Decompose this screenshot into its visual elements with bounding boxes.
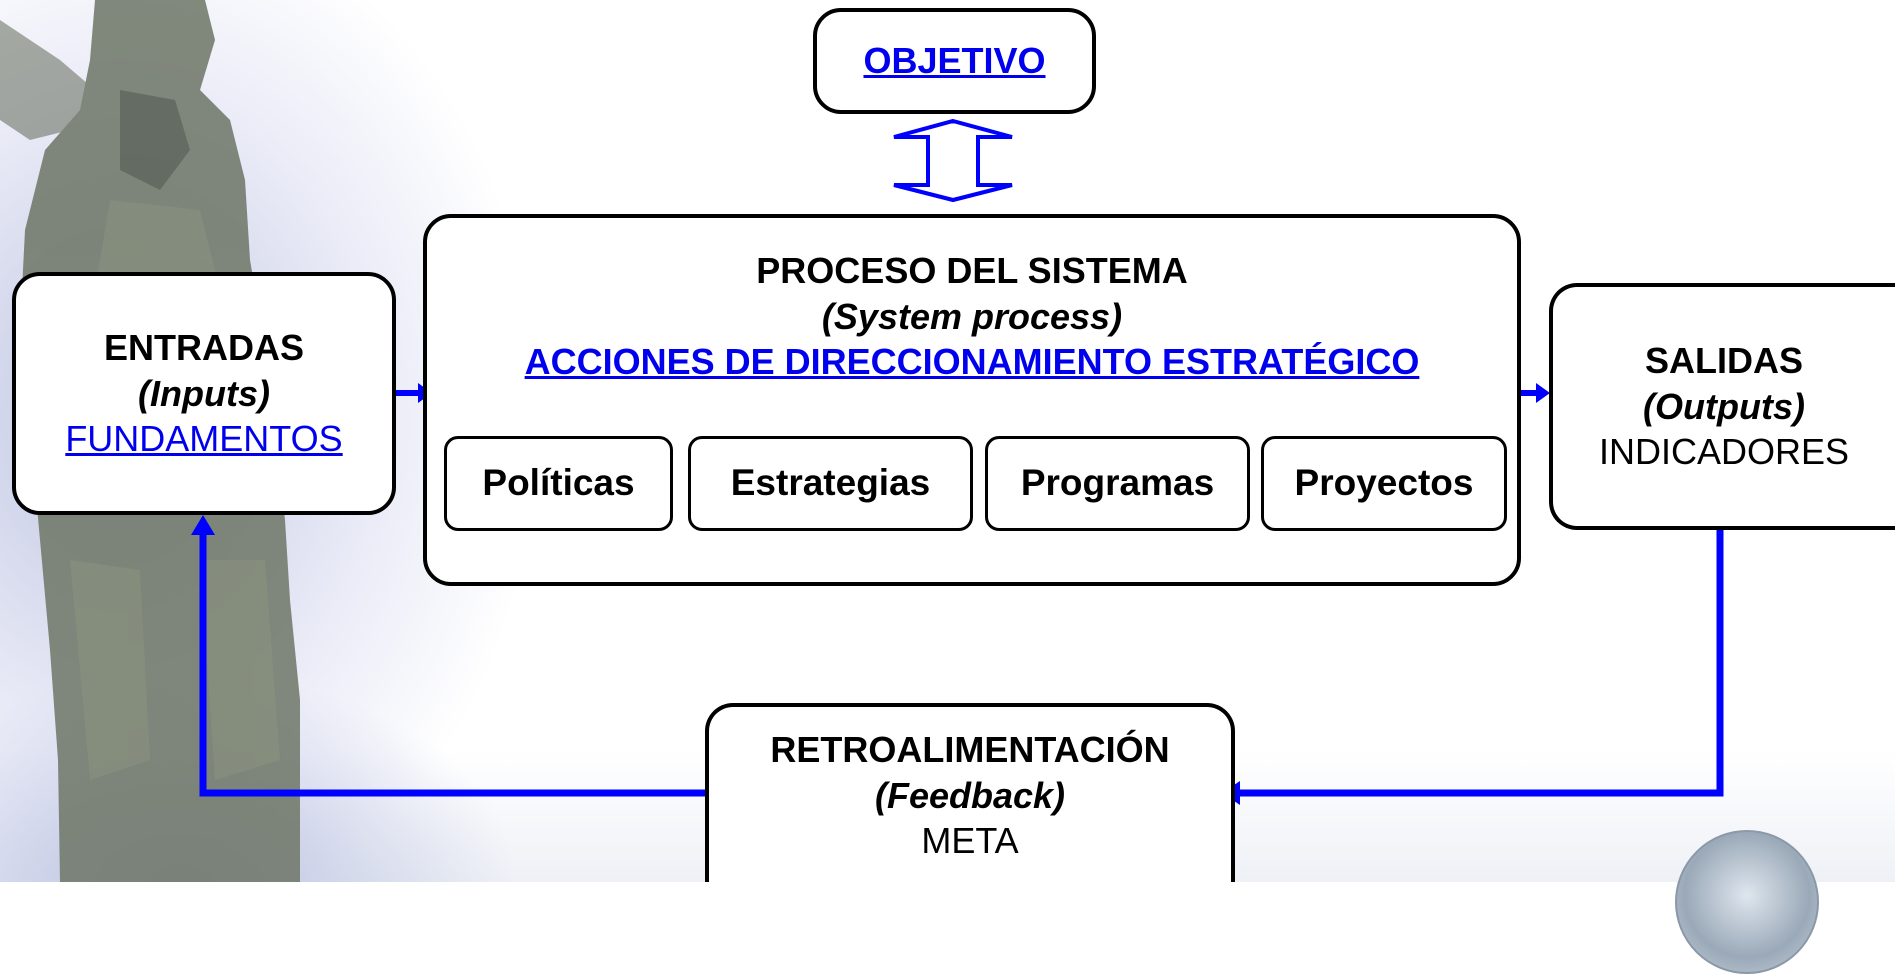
connectors — [191, 118, 1724, 805]
salidas-subtitle: (Outputs) — [1643, 385, 1805, 427]
programas-box: Programas — [985, 436, 1250, 531]
salidas-box: SALIDAS (Outputs) INDICADORES — [1549, 283, 1895, 530]
salidas-text: INDICADORES — [1598, 431, 1850, 473]
programas-label: Programas — [1020, 462, 1215, 503]
proyectos-label: Proyectos — [1294, 462, 1474, 503]
estrategias-label: Estrategias — [730, 462, 931, 503]
arrow-salidas-retro — [1240, 530, 1724, 797]
arrowhead-icon — [191, 515, 215, 535]
entradas-title: ENTRADAS — [103, 326, 304, 368]
politicas-box: Políticas — [444, 436, 673, 531]
arrowhead-icon — [1536, 383, 1550, 403]
fundamentos-link[interactable]: FUNDAMENTOS — [65, 418, 343, 460]
proyectos-box: Proyectos — [1261, 436, 1507, 531]
entradas-subtitle: (Inputs) — [138, 372, 270, 414]
acciones-link[interactable]: ACCIONES DE DIRECCIONAMIENTO ESTRATÉGICO — [524, 341, 1420, 383]
proceso-subtitle: (System process) — [821, 295, 1123, 337]
seal-logo — [1675, 830, 1819, 974]
retro-text: META — [921, 820, 1019, 862]
retro-box: RETROALIMENTACIÓN (Feedback) META — [705, 703, 1235, 882]
salidas-title: SALIDAS — [1644, 339, 1803, 381]
arrow-retro-entradas — [199, 535, 705, 797]
objetivo-box: OBJETIVO — [813, 8, 1096, 114]
entradas-box: ENTRADAS (Inputs) FUNDAMENTOS — [12, 272, 396, 515]
double-arrow-icon — [893, 118, 1013, 203]
estrategias-box: Estrategias — [688, 436, 973, 531]
retro-subtitle: (Feedback) — [874, 774, 1066, 816]
objetivo-link[interactable]: OBJETIVO — [863, 40, 1046, 82]
politicas-label: Políticas — [482, 462, 635, 503]
proceso-title: PROCESO DEL SISTEMA — [756, 250, 1188, 291]
retro-title: RETROALIMENTACIÓN — [770, 729, 1170, 770]
